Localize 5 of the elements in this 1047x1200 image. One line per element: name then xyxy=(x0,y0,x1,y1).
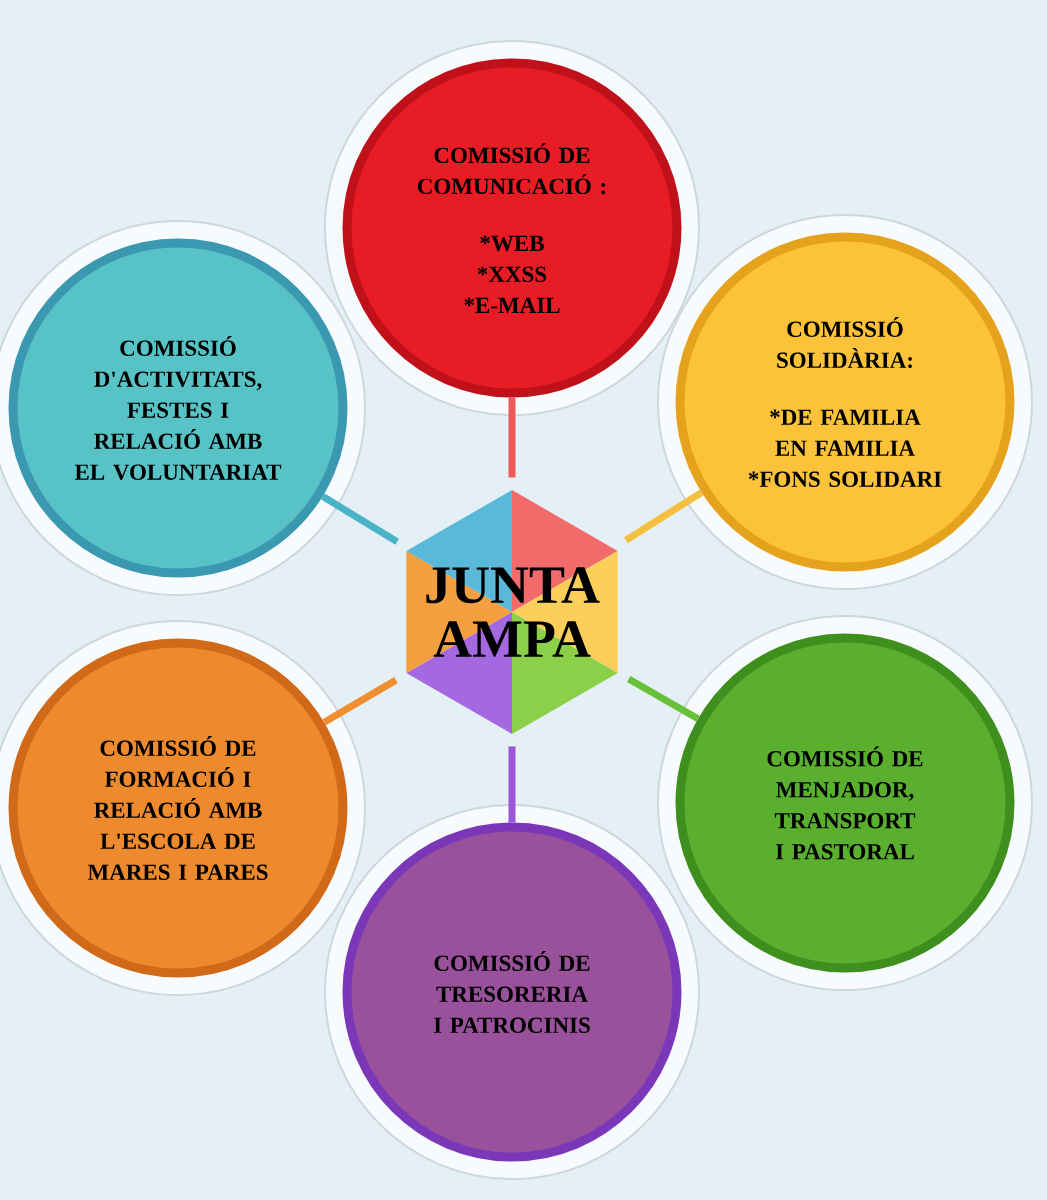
connector xyxy=(320,493,399,545)
connector xyxy=(322,677,398,726)
connector xyxy=(624,489,704,544)
connector xyxy=(508,397,516,478)
connector xyxy=(627,675,700,722)
